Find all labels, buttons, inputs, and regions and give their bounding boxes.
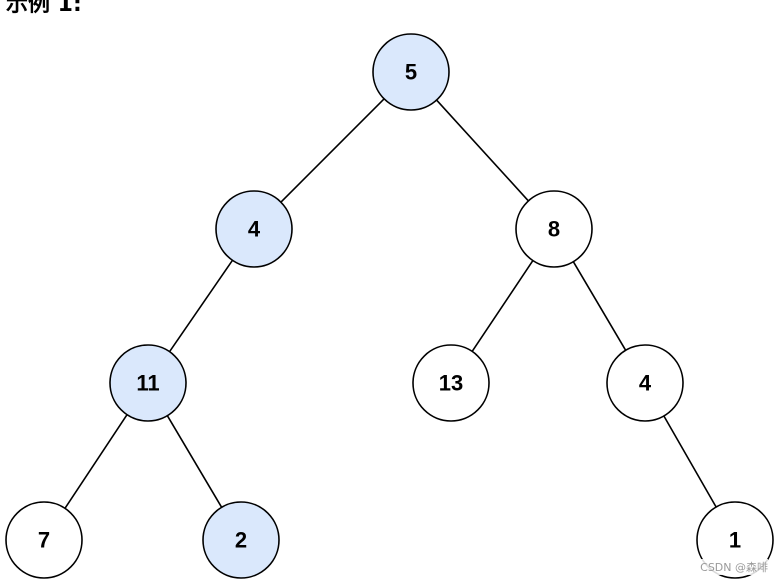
- edge-n5-n4a: [280, 98, 385, 203]
- tree-node-n2: 2: [202, 501, 280, 579]
- node-label: 13: [439, 371, 463, 396]
- tree-node-n13: 13: [412, 344, 490, 422]
- tree-nodes: 5 4 8 11 13 4 7 2 1: [5, 33, 774, 579]
- node-circle: [372, 33, 450, 111]
- node-circle: [606, 344, 684, 422]
- edge-n8-n13: [471, 260, 534, 352]
- edge-n11-n2: [166, 415, 223, 508]
- tree-edges: [64, 98, 717, 509]
- tree-node-n4b: 4: [606, 344, 684, 422]
- node-label: 5: [405, 60, 417, 85]
- node-circle: [215, 190, 293, 268]
- tree-node-n11: 11: [109, 344, 187, 422]
- edge-n4b-n1: [663, 415, 717, 508]
- node-label: 11: [136, 371, 159, 396]
- node-label: 4: [248, 217, 261, 242]
- node-label: 4: [639, 371, 652, 396]
- tree-node-n7: 7: [5, 501, 83, 579]
- node-circle: [109, 344, 187, 422]
- edge-n5-n8: [435, 99, 530, 202]
- node-label: 1: [729, 528, 741, 553]
- tree-node-n8: 8: [515, 190, 593, 268]
- watermark: CSDN @森啡: [700, 559, 768, 575]
- edge-n8-n4b: [572, 261, 627, 351]
- node-circle: [412, 344, 490, 422]
- edge-n4a-n11: [168, 259, 234, 353]
- node-label: 8: [548, 217, 560, 242]
- node-label: 7: [38, 528, 50, 553]
- node-circle: [202, 501, 280, 579]
- node-label: 2: [235, 528, 247, 553]
- example-heading: 示例 1:: [6, 0, 82, 17]
- tree-node-n4a: 4: [215, 190, 293, 268]
- edge-n11-n7: [64, 414, 128, 509]
- node-circle: [515, 190, 593, 268]
- tree-node-n5: 5: [372, 33, 450, 111]
- node-circle: [5, 501, 83, 579]
